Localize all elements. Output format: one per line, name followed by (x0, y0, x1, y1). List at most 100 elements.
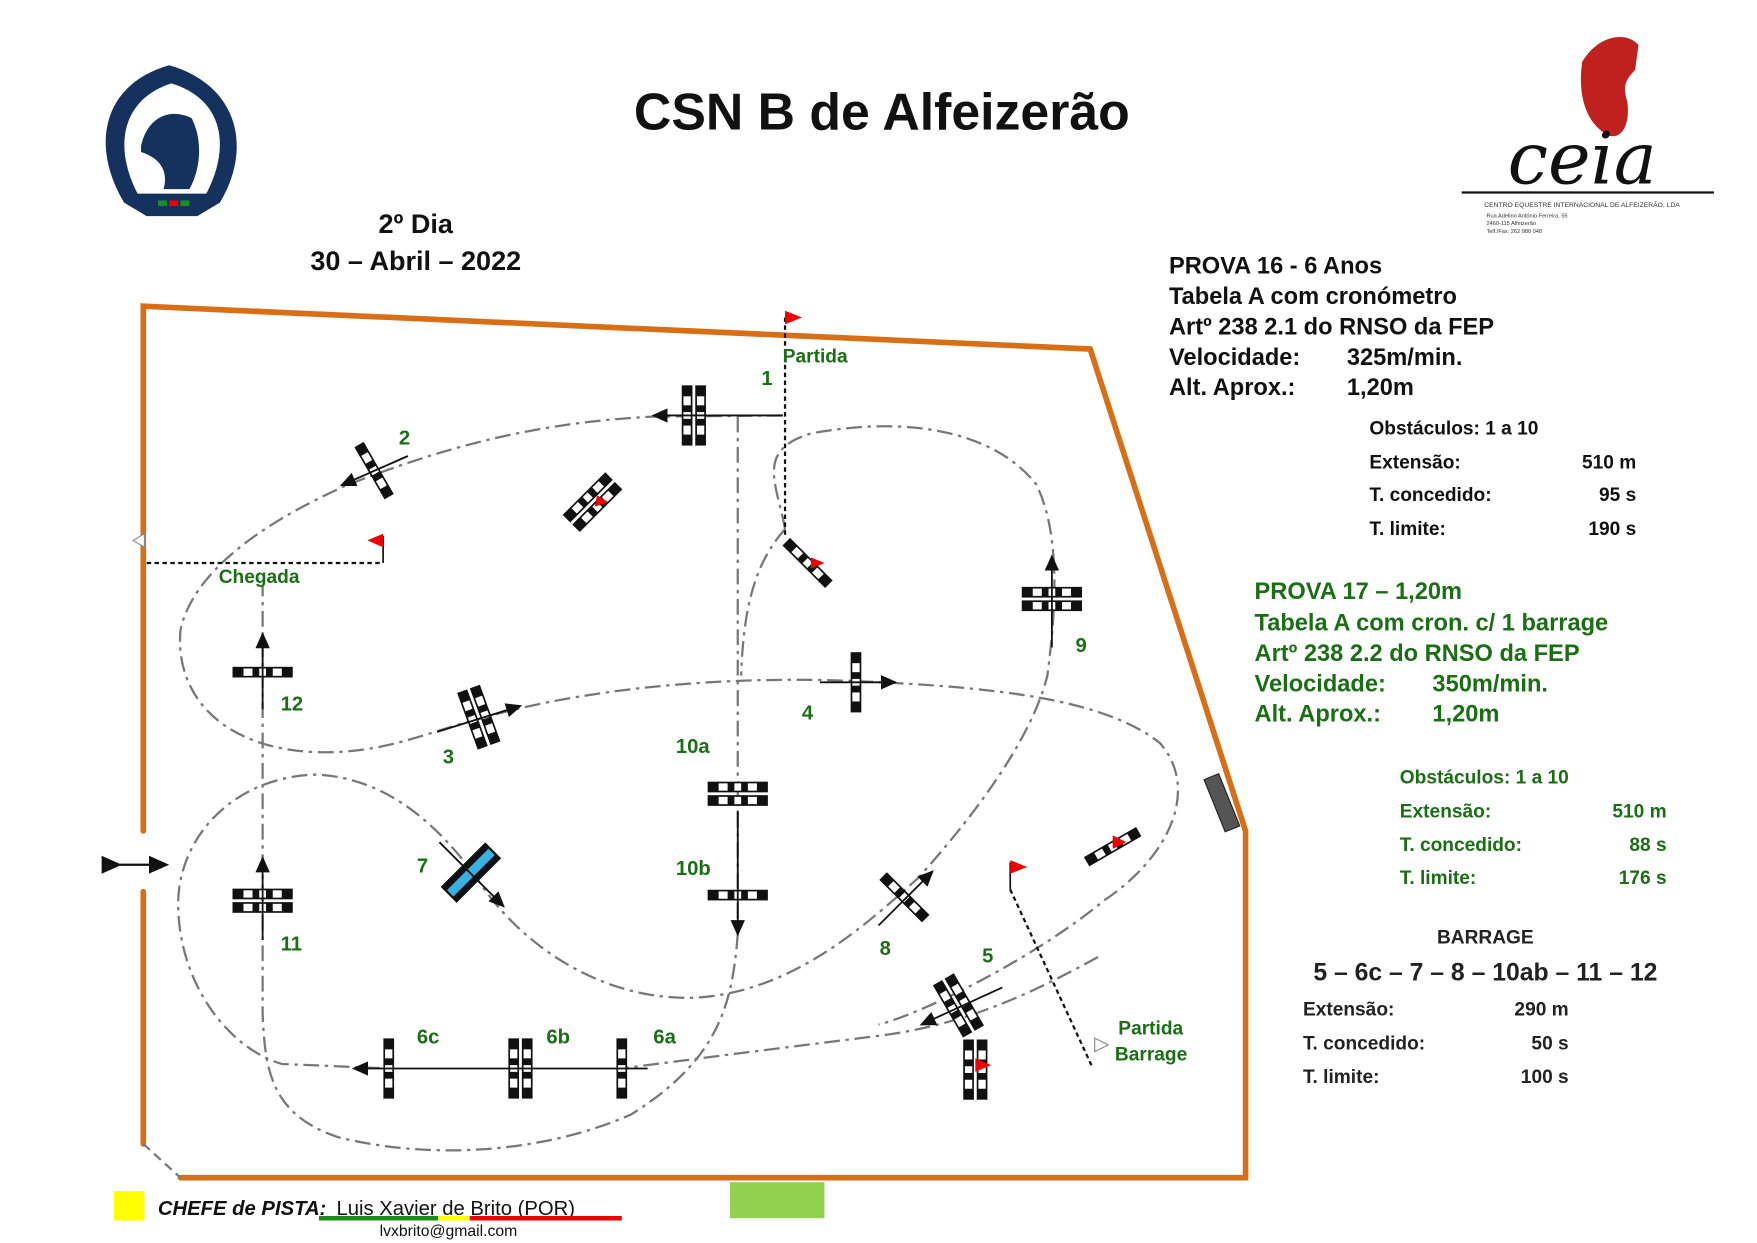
svg-text:Telf./Fax: 262 980 048: Telf./Fax: 262 980 048 (1486, 229, 1542, 235)
svg-text:Partida: Partida (1118, 1019, 1183, 1040)
jump-5 (919, 974, 1003, 1036)
svg-text:T. limite:: T. limite: (1400, 868, 1477, 889)
obstacles (232, 386, 1142, 1099)
svg-text:10b: 10b (676, 858, 711, 880)
svg-text:Chegada: Chegada (219, 567, 300, 588)
svg-text:88 s: 88 s (1629, 835, 1666, 856)
svg-text:290 m: 290 m (1514, 1000, 1568, 1021)
jump-12 (232, 632, 293, 710)
svg-text:BARRAGE: BARRAGE (1437, 928, 1534, 949)
svg-text:11: 11 (281, 933, 302, 955)
svg-text:Extensão:: Extensão: (1303, 1000, 1394, 1021)
ceia-logo: ceia CENTRO EQUESTRE INTERNACIONAL DE AL… (1461, 37, 1714, 235)
jump-10b (707, 810, 768, 937)
svg-text:Tabela A com cronómetro: Tabela A com cronómetro (1169, 284, 1457, 310)
finish-line: Chegada (132, 532, 384, 588)
svg-text:10a: 10a (676, 736, 711, 758)
svg-text:Rua Adelino António Ferreira,: Rua Adelino António Ferreira, 55 (1486, 213, 1567, 219)
barrage-start-line: Partida Barrage (1009, 860, 1187, 1068)
svg-text:6b: 6b (546, 1027, 570, 1049)
svg-text:190 s: 190 s (1588, 519, 1636, 540)
svg-text:Alt. Aprox.:: Alt. Aprox.: (1255, 702, 1381, 728)
svg-text:510 m: 510 m (1582, 452, 1636, 473)
prova16-info: PROVA 16 - 6 Anos Tabela A com cronómetr… (1169, 254, 1636, 540)
svg-text:2: 2 (399, 428, 410, 450)
svg-text:PROVA 17 – 1,20m: PROVA 17 – 1,20m (1255, 579, 1462, 605)
svg-text:325m/min.: 325m/min. (1347, 345, 1463, 371)
jump-extra-b (782, 538, 833, 588)
jump-extra-d (1084, 827, 1142, 867)
svg-text:Partida: Partida (783, 347, 848, 368)
svg-text:Artº 238 2.2 do RNSO da FEP: Artº 238 2.2 do RNSO da FEP (1255, 641, 1580, 667)
svg-text:9: 9 (1076, 635, 1087, 657)
jump-7 (438, 841, 505, 908)
arena-gate (1203, 772, 1241, 833)
svg-text:T. concedido:: T. concedido: (1400, 835, 1522, 856)
svg-text:176 s: 176 s (1619, 868, 1667, 889)
designer-role: CHEFE de PISTA: (158, 1198, 326, 1220)
day-label: 2º Dia (379, 209, 454, 239)
jump-1 (651, 386, 783, 445)
jump-2 (339, 442, 409, 500)
svg-text:T. limite:: T. limite: (1303, 1067, 1380, 1088)
jump-6abc (352, 1038, 648, 1099)
barrage-info: BARRAGE 5 – 6c – 7 – 8 – 10ab – 11 – 12 … (1303, 928, 1657, 1089)
svg-text:CHEFE de PISTA: Luis Xav: CHEFE de PISTA: Luis Xavier de Brito (PO… (158, 1198, 575, 1220)
svg-text:T. limite:: T. limite: (1369, 519, 1446, 540)
finish-flag-icon (367, 533, 384, 548)
designer-email: lvxbrito@gmail.com (380, 1223, 518, 1240)
jump-extra-c (964, 1040, 992, 1099)
date-label: 30 – Abril – 2022 (310, 246, 521, 276)
flag-icon (1010, 860, 1028, 874)
svg-text:1,20m: 1,20m (1432, 702, 1499, 728)
jump-3 (436, 686, 523, 749)
svg-text:Velocidade:: Velocidade: (1169, 345, 1300, 371)
jump-extra-a (564, 473, 621, 530)
svg-text:PROVA 16 - 6 Anos: PROVA 16 - 6 Anos (1169, 254, 1382, 280)
svg-text:95 s: 95 s (1599, 485, 1636, 506)
fep-logo (105, 65, 237, 217)
svg-text:T. concedido:: T. concedido: (1303, 1033, 1425, 1054)
green-box (729, 1182, 825, 1219)
svg-text:CENTRO EQUESTRE INTERNACIONAL: CENTRO EQUESTRE INTERNACIONAL DE ALFEIZE… (1484, 200, 1680, 209)
svg-text:5: 5 (982, 946, 993, 968)
jump-11 (233, 856, 292, 941)
yellow-marker (114, 1191, 145, 1221)
svg-text:Barrage: Barrage (1115, 1045, 1187, 1066)
svg-text:510 m: 510 m (1612, 801, 1666, 822)
svg-text:Artº 238 2.1 do RNSO da FEP: Artº 238 2.1 do RNSO da FEP (1169, 314, 1494, 340)
footer: CHEFE de PISTA: Luis Xavier de Brito (PO… (114, 1182, 825, 1240)
svg-text:ceia: ceia (1508, 117, 1657, 201)
page-title: CSN B de Alfeizerão (634, 82, 1130, 140)
svg-text:Alt. Aprox.:: Alt. Aprox.: (1169, 375, 1295, 401)
svg-text:8: 8 (880, 938, 891, 960)
svg-text:Obstáculos: 1 a 10: Obstáculos: 1 a 10 (1369, 419, 1538, 440)
svg-text:6c: 6c (417, 1027, 440, 1049)
jump-numbers: 1 2 3 4 5 6a 6b 6c 7 8 9 10a 10b 11 12 (281, 368, 1087, 1049)
course-track (177, 414, 1180, 1152)
start-line: Partida (783, 310, 848, 535)
svg-text:Extensão:: Extensão: (1369, 452, 1460, 473)
svg-text:1: 1 (761, 368, 772, 390)
svg-text:Obstáculos: 1 a 10: Obstáculos: 1 a 10 (1400, 768, 1569, 789)
svg-text:2460-115 Alfeizerão: 2460-115 Alfeizerão (1486, 221, 1535, 227)
svg-text:Velocidade:: Velocidade: (1255, 671, 1386, 697)
arena-fence (101, 303, 1249, 1181)
svg-text:7: 7 (417, 856, 428, 878)
svg-text:5 – 6c – 7 – 8 – 10ab – 11 – 1: 5 – 6c – 7 – 8 – 10ab – 11 – 12 (1313, 960, 1657, 987)
prova17-info: PROVA 17 – 1,20m Tabela A com cron. c/ 1… (1255, 579, 1667, 889)
start-flag-icon (785, 310, 802, 325)
svg-text:1,20m: 1,20m (1347, 375, 1414, 401)
svg-text:T. concedido:: T. concedido: (1369, 485, 1491, 506)
jump-9 (1023, 554, 1082, 648)
svg-text:100 s: 100 s (1521, 1067, 1569, 1088)
svg-text:6a: 6a (653, 1027, 676, 1049)
svg-text:50 s: 50 s (1531, 1033, 1568, 1054)
jump-8 (877, 870, 934, 927)
svg-text:Extensão:: Extensão: (1400, 801, 1491, 822)
svg-text:12: 12 (281, 693, 304, 715)
designer-name: Luis Xavier de Brito (POR) (336, 1198, 575, 1220)
svg-text:Tabela A com cron. c/ 1 barrag: Tabela A com cron. c/ 1 barrage (1255, 611, 1609, 637)
svg-text:4: 4 (802, 702, 814, 724)
